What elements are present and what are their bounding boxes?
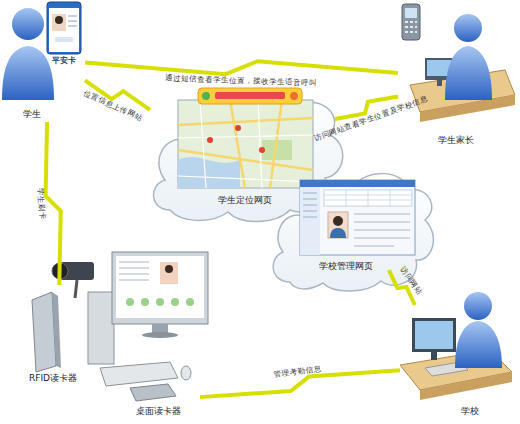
- monitor: [412, 318, 456, 352]
- app-sidebar: [300, 187, 320, 255]
- node-label: 学校管理网页: [319, 260, 373, 273]
- map-marker: [207, 137, 213, 143]
- web-page-cloud: 学生定位网页: [150, 78, 335, 226]
- pc-screen: [116, 256, 204, 318]
- web-page-cloud: 学校管理网页: [275, 165, 425, 270]
- node-label: 桌面读卡器: [136, 405, 181, 418]
- banner-dot: [290, 92, 298, 100]
- form-lines: [354, 214, 410, 246]
- monitor-base: [142, 332, 178, 338]
- screen-avatar: [171, 298, 179, 306]
- map-area: [178, 100, 313, 188]
- map-marker: [235, 125, 241, 131]
- node-label: RFID读卡器: [29, 372, 77, 385]
- lightning-connector: [46, 122, 61, 285]
- table-grid: [324, 190, 412, 206]
- camera-mount: [75, 280, 77, 298]
- monitor-stand: [437, 80, 442, 86]
- edge-label: 管理考勤信息: [274, 364, 323, 380]
- photo-head: [333, 216, 343, 226]
- web-banner: [198, 88, 302, 104]
- node-label: 学校: [461, 405, 479, 418]
- card-field: [55, 37, 73, 42]
- edge-label: 通过短信查看学生位置，接收学生语音呼叫: [165, 73, 317, 88]
- app-window: [300, 180, 415, 255]
- phone-screen: [405, 8, 417, 18]
- phone-body: [402, 4, 420, 40]
- phone-keys: [405, 22, 417, 32]
- screen-avatar: [186, 298, 194, 306]
- node-label: 学生家长: [438, 134, 474, 147]
- person-head: [454, 14, 482, 42]
- screen-avatar: [156, 298, 164, 306]
- app-titlebar: [300, 180, 415, 187]
- mouse: [181, 366, 191, 380]
- banner-stripe: [215, 92, 285, 99]
- card-frame: [47, 2, 81, 54]
- school-actor: 学校: [400, 305, 515, 420]
- node-label: 学生定位网页: [218, 194, 272, 207]
- person-head: [12, 8, 44, 40]
- edge-label: 访问网站: [397, 265, 424, 297]
- map-marker: [259, 147, 265, 153]
- keyboard: [100, 362, 178, 386]
- node-label: 学生: [23, 108, 41, 121]
- screen-avatar: [126, 298, 134, 306]
- card-label: 平安卡: [52, 55, 76, 66]
- edge-label: 访问网站查看学生位置及学校信息: [312, 94, 428, 144]
- person-body: [445, 46, 492, 100]
- card-lines: [68, 16, 77, 26]
- desk-reader: [130, 384, 176, 401]
- edge-label: 学生刷卡: [35, 188, 47, 221]
- monitor-stand: [152, 324, 168, 333]
- monitor-stand: [431, 352, 437, 360]
- rfid-panel: [32, 292, 56, 372]
- map-roads: [178, 100, 313, 188]
- rfid-panel-side: [52, 292, 61, 368]
- card-photo: [52, 14, 66, 31]
- monitor-screen: [415, 321, 453, 349]
- person-head: [464, 292, 492, 320]
- person-body: [455, 321, 502, 368]
- edge-label: 位置信息上传网站: [81, 88, 143, 124]
- map-streets: [178, 100, 313, 188]
- lightning-connector: [85, 61, 398, 74]
- banner-dot: [202, 92, 210, 100]
- app-table: [324, 190, 412, 206]
- screen-photo: [160, 262, 178, 284]
- student-photo: [328, 212, 348, 238]
- pc-tower: [88, 292, 114, 364]
- card-face: [49, 8, 79, 52]
- screen-photo-head: [165, 265, 173, 273]
- card-photo-head: [55, 16, 63, 24]
- parent-actor: 学生家长: [398, 5, 518, 145]
- screen-lines: [119, 262, 149, 280]
- desk-reader: 桌面读卡器: [120, 385, 200, 420]
- sidebar-items: [303, 193, 317, 217]
- screen-avatar: [141, 298, 149, 306]
- photo-body: [330, 228, 346, 238]
- map-water: [178, 157, 240, 188]
- person-body: [2, 46, 54, 100]
- rfid-reader: RFID读卡器: [28, 285, 98, 385]
- pc-monitor: [112, 252, 208, 324]
